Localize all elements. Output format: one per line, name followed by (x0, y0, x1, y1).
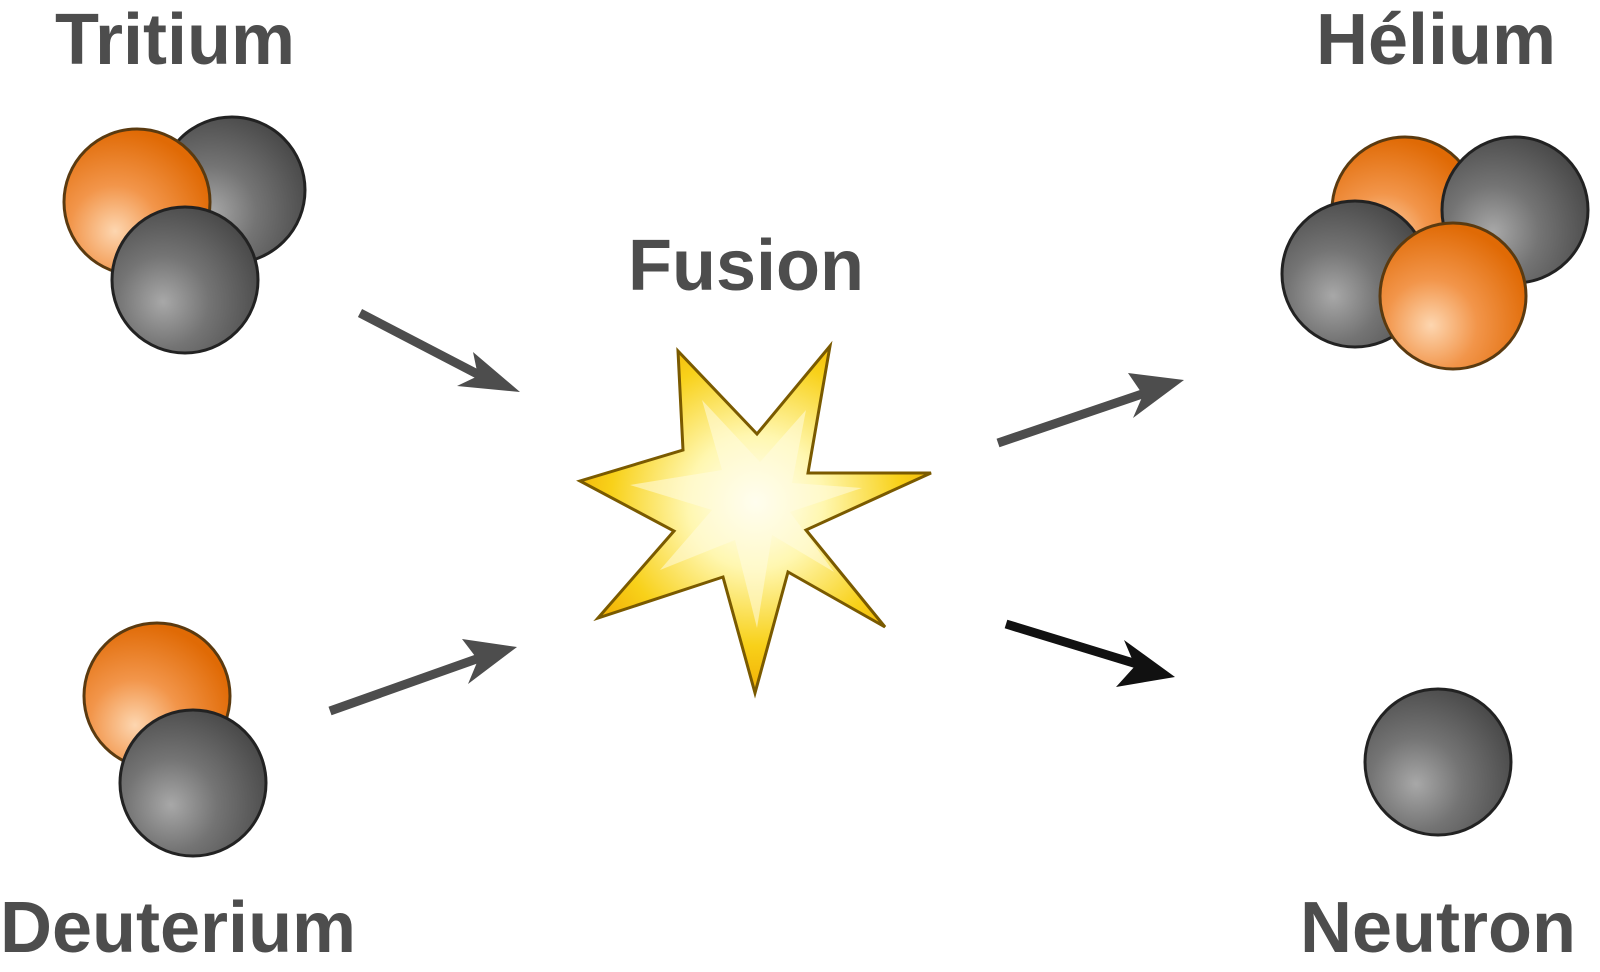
arrow-tritium-to-fusion (357, 309, 520, 392)
arrow-deuterium-to-fusion (328, 639, 517, 716)
helium-nucleus (1280, 135, 1590, 371)
free-neutron (1363, 687, 1513, 837)
helium-proton-front (1378, 221, 1528, 371)
deuterium-nucleus (82, 621, 268, 858)
tritium-neutron-front (110, 205, 260, 355)
neutron-label: Neutron (1300, 888, 1576, 968)
fusion-label: Fusion (628, 226, 864, 306)
helium-label: Hélium (1316, 0, 1557, 80)
deuterium-neutron (118, 708, 268, 858)
tritium-label: Tritium (55, 0, 296, 80)
deuterium-label: Deuterium (0, 888, 357, 968)
tritium-nucleus (62, 115, 307, 355)
fusion-star-highlight (630, 400, 862, 628)
arrow-fusion-to-helium (996, 373, 1184, 448)
arrow-fusion-to-neutron (1004, 619, 1175, 687)
